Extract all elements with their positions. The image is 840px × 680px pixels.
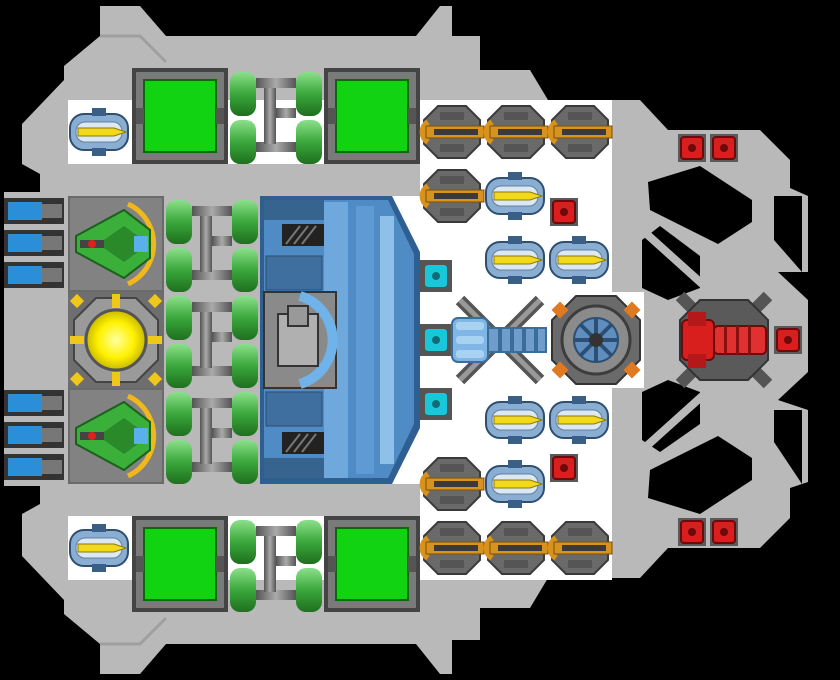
battery-cell[interactable] — [4, 198, 64, 224]
ammo-cannon[interactable] — [419, 521, 485, 575]
missile-launcher[interactable] — [69, 108, 129, 156]
railgun-turret[interactable] — [451, 295, 547, 385]
fuel-tank[interactable] — [166, 296, 258, 388]
ammo-cannon[interactable] — [483, 105, 549, 159]
battery-cells — [4, 198, 64, 480]
missile-launcher[interactable] — [549, 396, 609, 444]
missile-launcher[interactable] — [485, 172, 545, 220]
power-node[interactable] — [420, 324, 452, 356]
ammo-cannon[interactable] — [547, 521, 613, 575]
fuel-tank[interactable] — [230, 520, 322, 612]
battery-cell[interactable] — [4, 422, 64, 448]
armor-panel[interactable] — [324, 68, 420, 164]
ammo-cannon[interactable] — [547, 105, 613, 159]
fighter-bays — [68, 196, 164, 484]
armor-panels — [132, 68, 420, 612]
missile-launchers — [69, 108, 609, 572]
power-node[interactable] — [420, 388, 452, 420]
battery-cell[interactable] — [4, 390, 64, 416]
ammo-cannons — [419, 105, 613, 575]
fuel-tank[interactable] — [166, 392, 258, 484]
reactor[interactable] — [260, 196, 420, 484]
laser-node[interactable] — [774, 326, 802, 354]
power-nodes — [420, 260, 452, 420]
missile-launcher[interactable] — [485, 460, 545, 508]
armor-panel[interactable] — [132, 516, 228, 612]
laser-node[interactable] — [678, 134, 706, 162]
battery-cell[interactable] — [4, 230, 64, 256]
laser-node[interactable] — [550, 198, 578, 226]
fuel-tanks — [166, 72, 322, 612]
shield-generator[interactable] — [551, 295, 641, 385]
fuel-tank[interactable] — [166, 200, 258, 292]
missile-launcher[interactable] — [69, 524, 129, 572]
laser-node[interactable] — [550, 454, 578, 482]
armor-panel[interactable] — [324, 516, 420, 612]
laser-node[interactable] — [678, 518, 706, 546]
fighter-bay[interactable] — [68, 196, 164, 292]
heavy-laser[interactable] — [675, 291, 773, 389]
missile-launcher[interactable] — [485, 236, 545, 284]
power-node[interactable] — [420, 260, 452, 292]
fuel-tank[interactable] — [230, 72, 322, 164]
armor-panel[interactable] — [132, 68, 228, 164]
battery-cell[interactable] — [4, 454, 64, 480]
ammo-cannon[interactable] — [419, 169, 485, 223]
laser-nodes — [550, 134, 802, 546]
laser-node[interactable] — [710, 134, 738, 162]
missile-launcher[interactable] — [549, 236, 609, 284]
laser-node[interactable] — [710, 518, 738, 546]
fighter-bay[interactable] — [68, 388, 164, 484]
ammo-cannon[interactable] — [419, 105, 485, 159]
battery-cell[interactable] — [4, 262, 64, 288]
command-core[interactable] — [68, 292, 164, 388]
ammo-cannon[interactable] — [483, 521, 549, 575]
missile-launcher[interactable] — [485, 396, 545, 444]
ammo-cannon[interactable] — [419, 457, 485, 511]
